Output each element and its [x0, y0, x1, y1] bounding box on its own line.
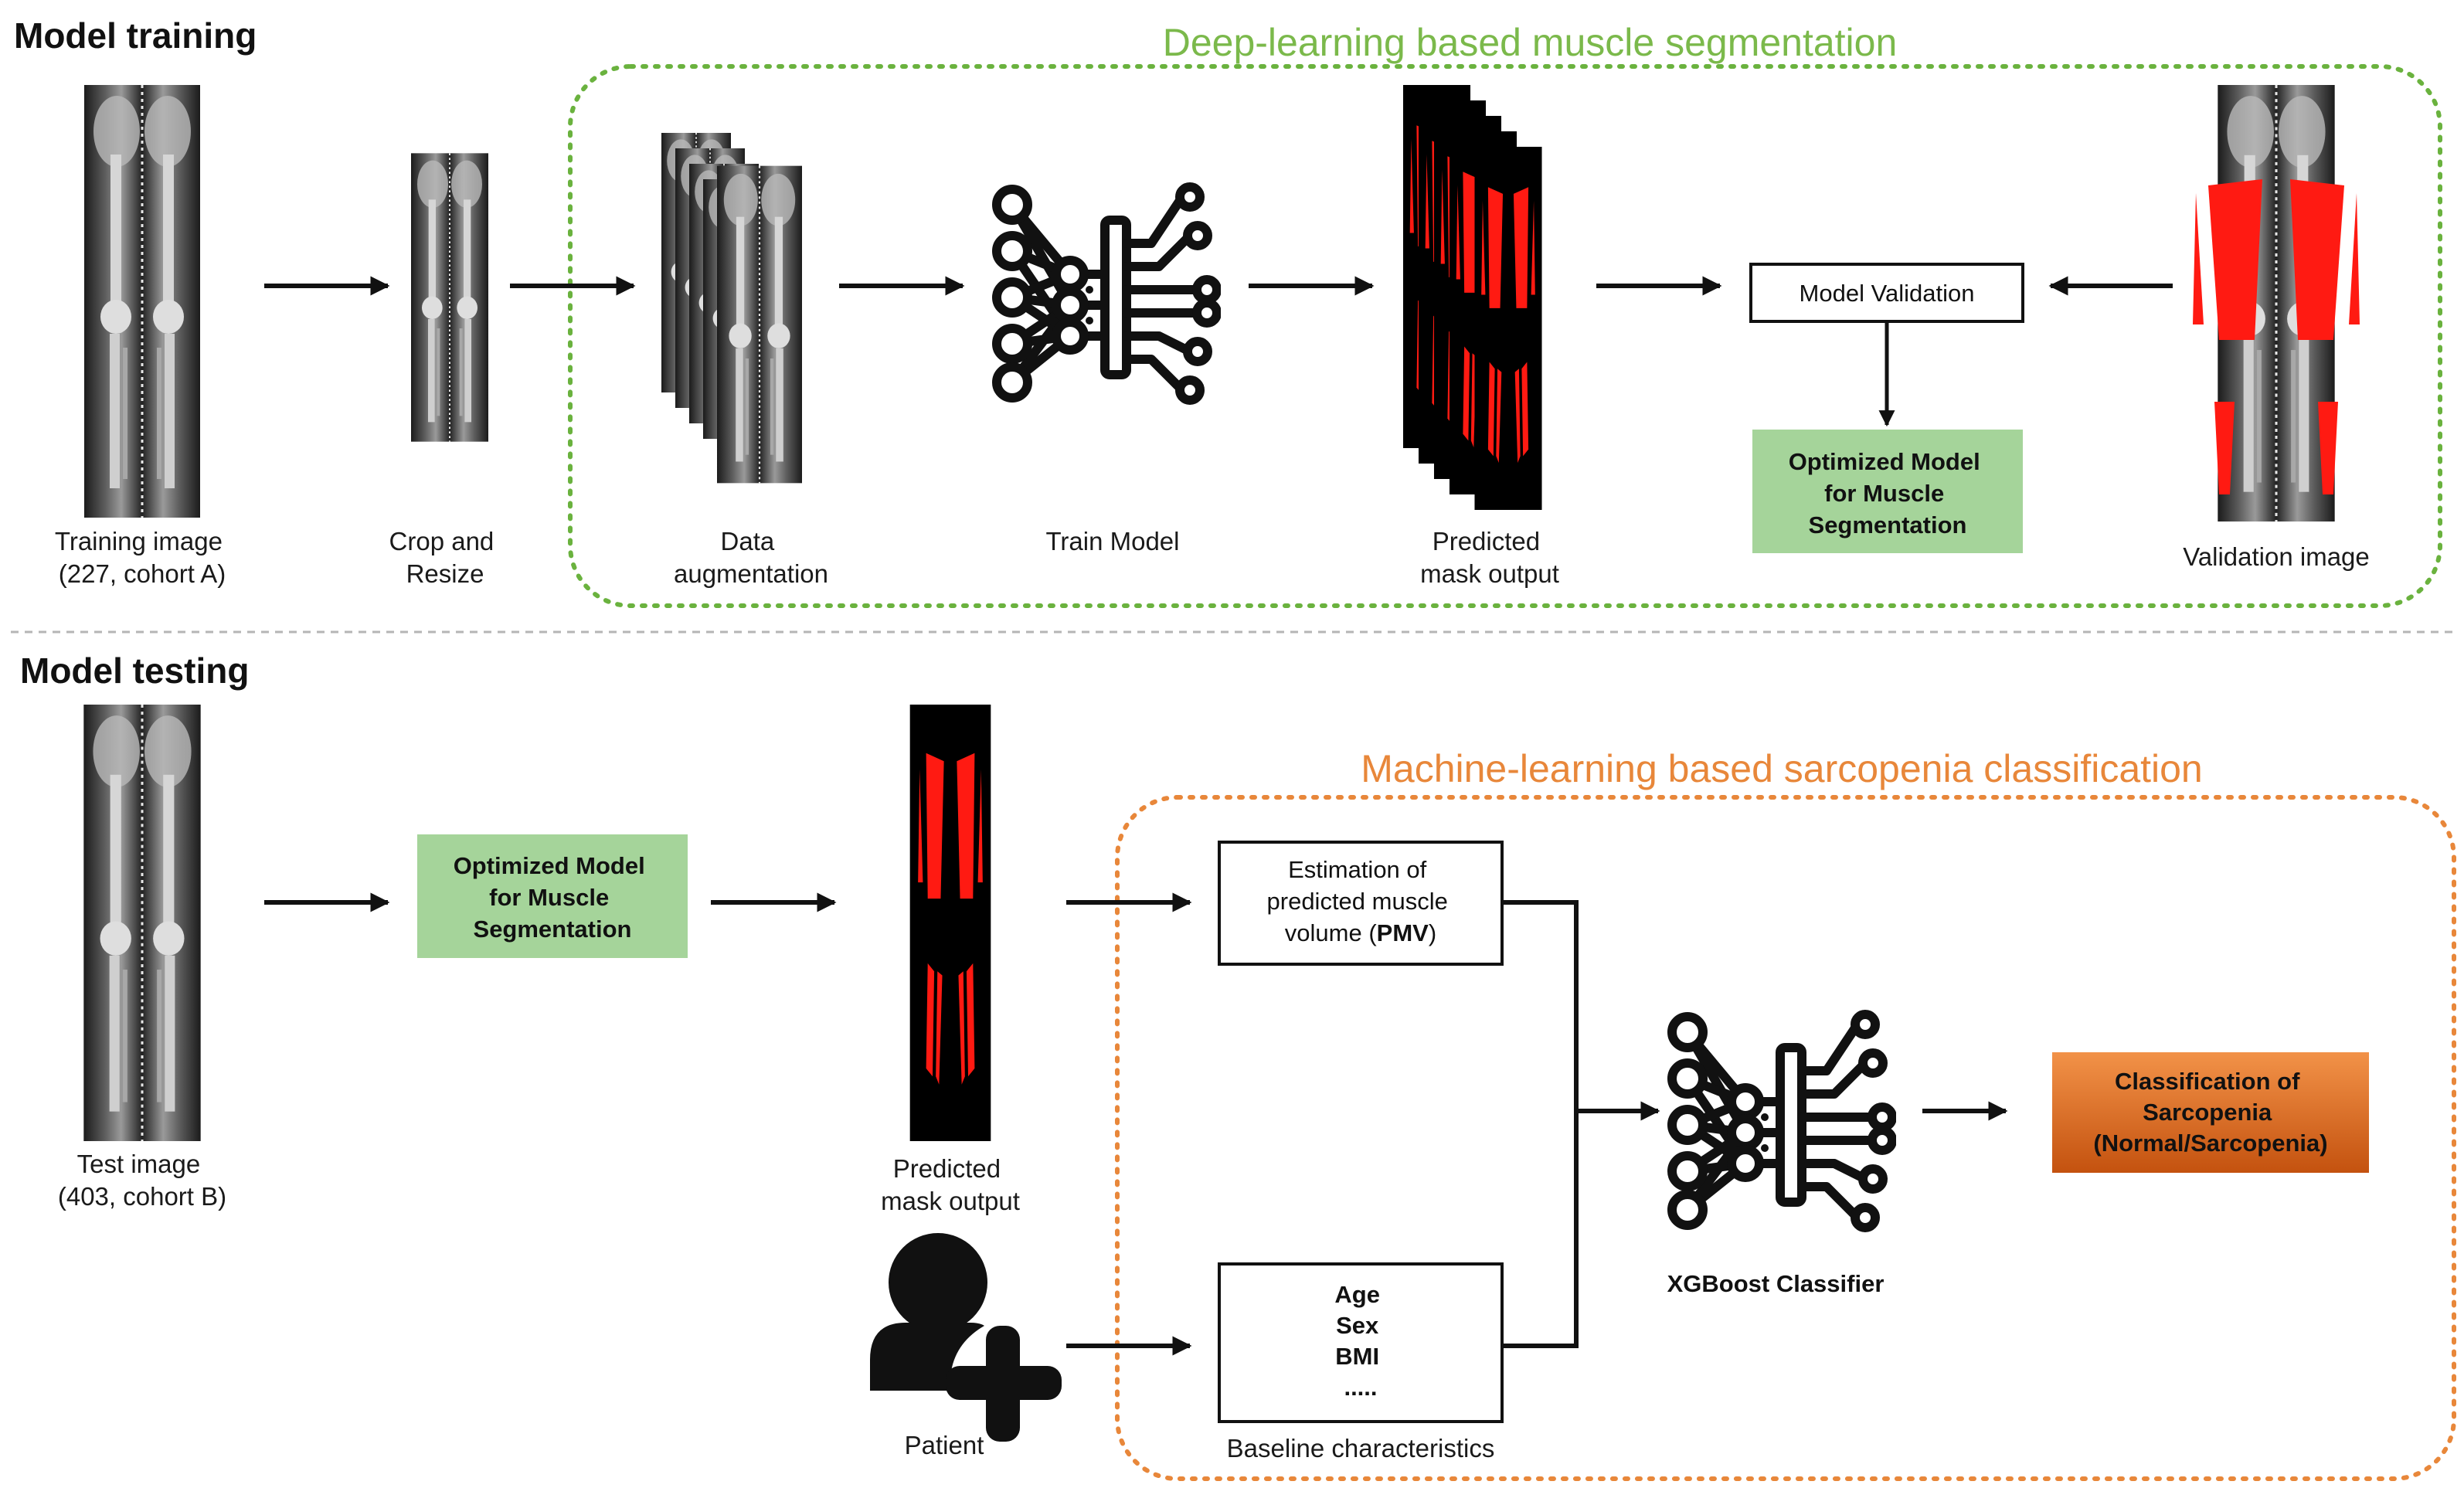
training-title: Model training [14, 15, 257, 56]
pmv-estimation-label: Estimation of predicted muscle volume (P… [1267, 856, 1455, 946]
patient-caption: Patient [905, 1431, 984, 1459]
test-image-caption: Test image (403, cohort B) [58, 1150, 226, 1211]
xgboost-network-icon [1672, 1014, 1892, 1228]
patient-add-icon [870, 1233, 1062, 1442]
testing-title: Model testing [20, 651, 249, 691]
predicted-mask-stack [1402, 85, 1542, 510]
deep-learning-region-title: Deep-learning based muscle segmentation [1163, 21, 1898, 64]
augmentation-caption: Data augmentation [674, 527, 828, 588]
augmented-image-stack [661, 131, 802, 484]
optimized-model-box-training [1752, 430, 2023, 553]
deep-learning-region [568, 64, 2442, 608]
baseline-characteristics-box [1218, 1262, 1504, 1423]
validation-image-caption: Validation image [2183, 542, 2370, 571]
xgboost-classifier-caption: XGBoost Classifier [1667, 1270, 1885, 1297]
training-xray-image [84, 85, 200, 518]
machine-learning-region [1115, 795, 2456, 1481]
training-mask-caption: Predicted mask output [1420, 527, 1559, 588]
optimized-model-label-testing: Optimized Model for Muscle Segmentation [454, 852, 652, 943]
classification-result-label: Classification of Sarcopenia (Normal/Sar… [2093, 1068, 2327, 1157]
baseline-caption: Baseline characteristics [1227, 1434, 1495, 1463]
machine-learning-region-title: Machine-learning based sarcopenia classi… [1361, 747, 2203, 790]
cropped-xray-image [411, 152, 488, 443]
validation-image [2193, 85, 2360, 521]
model-validation-label: Model Validation [1800, 280, 1975, 307]
train-model-caption: Train Model [1045, 527, 1179, 555]
baseline-items: Age Sex BMI ..... [1334, 1281, 1386, 1401]
crop-resize-caption: Crop and Resize [389, 527, 501, 588]
neural-network-icon [997, 187, 1217, 400]
testing-mask-caption: Predicted mask output [881, 1154, 1020, 1215]
testing-predicted-mask [909, 705, 991, 1141]
pmv-estimation-box [1218, 841, 1504, 966]
merge-connector [1502, 900, 1579, 1348]
training-image-caption: Training image (227, cohort A) [55, 527, 229, 588]
test-xray-image [83, 705, 200, 1141]
optimized-model-label-training: Optimized Model for Muscle Segmentation [1789, 448, 1987, 538]
classification-result-box [2052, 1052, 2369, 1173]
optimized-model-box-testing [417, 834, 688, 958]
